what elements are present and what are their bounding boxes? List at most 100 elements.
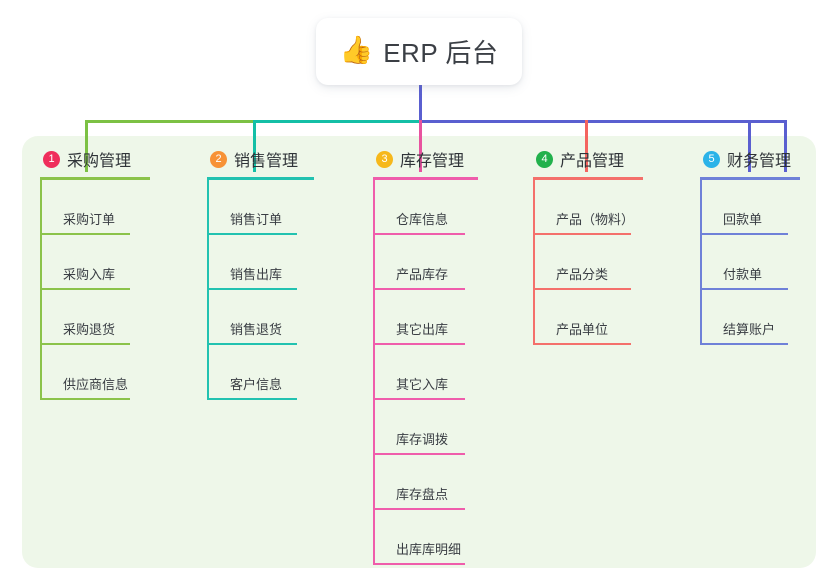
- bus-right-end: [784, 120, 787, 172]
- branch-number-badge: 4: [536, 150, 553, 168]
- branch-drop-3: [419, 120, 422, 172]
- branch-item-list: 回款单付款单结算账户: [700, 180, 800, 345]
- list-item-label: 其它入库: [396, 377, 449, 392]
- list-item-underline: [207, 288, 297, 290]
- thumbs-up-icon: 👍: [339, 35, 374, 65]
- list-item[interactable]: 回款单: [700, 180, 800, 235]
- list-item-underline: [373, 508, 465, 510]
- branch-spine: [700, 180, 702, 345]
- branch-header-underline: [40, 177, 150, 180]
- list-item-underline: [40, 343, 130, 345]
- list-item-label: 出库库明细: [396, 542, 462, 557]
- branch-number-badge: 1: [43, 150, 60, 168]
- list-item-label: 采购订单: [63, 212, 116, 227]
- branch-item-list: 采购订单采购入库采购退货供应商信息: [40, 180, 150, 400]
- list-item[interactable]: 产品（物料）: [533, 180, 643, 235]
- bus-segment-3: [419, 120, 787, 123]
- list-item[interactable]: 出库库明细: [373, 510, 478, 565]
- list-item-label: 销售退货: [230, 322, 283, 337]
- list-item[interactable]: 结算账户: [700, 290, 800, 345]
- list-item-underline: [373, 563, 465, 565]
- list-item-underline: [373, 288, 465, 290]
- list-item-underline: [700, 288, 788, 290]
- list-item[interactable]: 产品单位: [533, 290, 643, 345]
- list-item-underline: [373, 233, 465, 235]
- list-item-underline: [207, 398, 297, 400]
- branch-spine: [40, 180, 42, 400]
- list-item[interactable]: 采购订单: [40, 180, 150, 235]
- branch-spine: [373, 180, 375, 565]
- list-item[interactable]: 销售退货: [207, 290, 314, 345]
- branch-drop-5: [748, 120, 751, 172]
- list-item-underline: [700, 233, 788, 235]
- root-node-card[interactable]: 👍 ERP 后台: [316, 18, 522, 85]
- branch-item-list: 产品（物料） 产品分类产品单位: [533, 180, 643, 345]
- list-item[interactable]: 付款单: [700, 235, 800, 290]
- list-item-label: 库存盘点: [396, 487, 449, 502]
- list-item[interactable]: 库存盘点: [373, 455, 478, 510]
- list-item-label: 其它出库: [396, 322, 449, 337]
- list-item-label: 产品单位: [556, 322, 609, 337]
- branch-title: 采购管理: [67, 153, 132, 170]
- list-item[interactable]: 产品分类: [533, 235, 643, 290]
- list-item-label: 付款单: [723, 267, 763, 282]
- list-item-underline: [207, 233, 297, 235]
- branch-header-underline: [373, 177, 478, 180]
- branch-drop-2: [253, 120, 256, 172]
- branch-spine: [533, 180, 535, 345]
- trunk-line: [419, 85, 422, 123]
- list-item[interactable]: 客户信息: [207, 345, 314, 400]
- branch-item-list: 仓库信息产品库存其它出库其它入库库存调拨库存盘点出库库明细: [373, 180, 478, 565]
- branch-header-1[interactable]: 1 采购管理: [40, 146, 150, 172]
- list-item-label: 采购退货: [63, 322, 116, 337]
- branch-header-underline: [700, 177, 800, 180]
- list-item-label: 产品库存: [396, 267, 449, 282]
- list-item[interactable]: 仓库信息: [373, 180, 478, 235]
- branch-number-badge: 3: [376, 150, 393, 168]
- branch-title: 销售管理: [234, 153, 299, 170]
- list-item-label: 客户信息: [230, 377, 283, 392]
- list-item[interactable]: 供应商信息: [40, 345, 150, 400]
- page-title: ERP 后台: [383, 38, 499, 68]
- list-item-underline: [207, 343, 297, 345]
- list-item[interactable]: 其它入库: [373, 345, 478, 400]
- list-item-label: 产品分类: [556, 267, 609, 282]
- branch-spine: [207, 180, 209, 400]
- list-item-label: 产品（物料）: [556, 212, 635, 227]
- branch-header-underline: [207, 177, 314, 180]
- list-item-underline: [700, 343, 788, 345]
- list-item-label: 回款单: [723, 212, 763, 227]
- list-item[interactable]: 销售出库: [207, 235, 314, 290]
- list-item-underline: [533, 343, 631, 345]
- bus-segment-2: [253, 120, 421, 123]
- list-item[interactable]: 库存调拨: [373, 400, 478, 455]
- list-item[interactable]: 采购退货: [40, 290, 150, 345]
- list-item[interactable]: 销售订单: [207, 180, 314, 235]
- list-item-label: 采购入库: [63, 267, 116, 282]
- branch-drop-1: [85, 120, 88, 172]
- list-item-underline: [533, 288, 631, 290]
- list-item-underline: [533, 233, 631, 235]
- list-item-label: 库存调拨: [396, 432, 449, 447]
- branch-column-1: 1 采购管理采购订单采购入库采购退货供应商信息: [40, 146, 150, 400]
- branch-header-underline: [533, 177, 643, 180]
- list-item-label: 结算账户: [723, 322, 776, 337]
- branch-number-badge: 5: [703, 150, 720, 168]
- branch-drop-4: [585, 120, 588, 172]
- list-item[interactable]: 采购入库: [40, 235, 150, 290]
- list-item-underline: [40, 398, 130, 400]
- list-item-underline: [373, 453, 465, 455]
- list-item-underline: [373, 343, 465, 345]
- list-item[interactable]: 其它出库: [373, 290, 478, 345]
- list-item-label: 销售订单: [230, 212, 283, 227]
- content-panel: [22, 136, 816, 568]
- list-item[interactable]: 产品库存: [373, 235, 478, 290]
